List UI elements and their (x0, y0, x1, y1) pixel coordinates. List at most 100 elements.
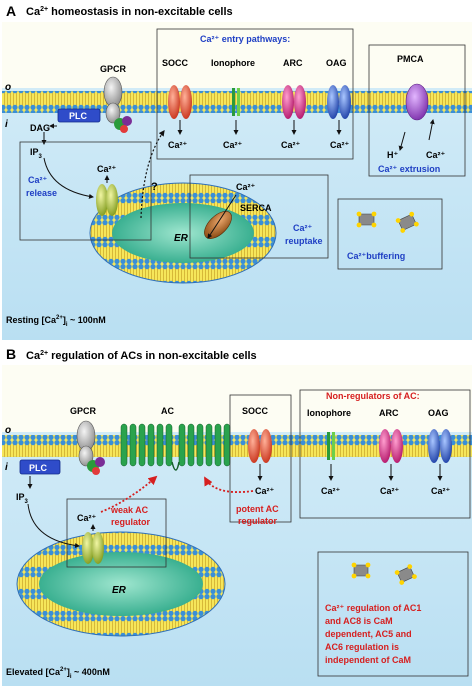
socc-channel-a (168, 85, 192, 119)
g-protein-b (87, 457, 105, 475)
ca-socc-a: Ca²⁺ (168, 140, 188, 150)
plc-label-a: PLC (69, 111, 88, 121)
h-plus-label: H⁺ (387, 150, 398, 160)
extrusion-label: Ca²⁺ extrusion (378, 164, 440, 174)
ca-release-label: Ca²⁺ (97, 164, 117, 174)
resting-concentration: Resting [Ca2+]i ~ 100nM (6, 315, 106, 328)
ionophore-a (232, 88, 240, 116)
ca-socc-b: Ca²⁺ (255, 486, 275, 496)
pmca-label: PMCA (397, 54, 424, 64)
ca-ionophore-b: Ca²⁺ (321, 486, 341, 496)
panel-b-extracellular (2, 365, 472, 432)
cam-statement-box (317, 551, 469, 677)
dag-label: DAG (30, 123, 50, 133)
ip3-label-b: IP3 (16, 492, 29, 505)
arc-channel-b (379, 429, 403, 463)
reuptake-label-1: Ca²⁺ (293, 223, 313, 233)
oag-label-b: OAG (428, 408, 449, 418)
entry-pathways-box (156, 28, 354, 160)
panel-a: A Ca2+ homeostasis in non-excitable cell… (2, 2, 472, 340)
ionophore-b (327, 432, 335, 460)
ionophore-label-b: Ionophore (307, 408, 351, 418)
plc-label-b: PLC (29, 463, 48, 473)
outside-label-b: o (5, 425, 11, 436)
buffering-label: Ca²⁺buffering (347, 251, 405, 261)
gpcr-receptor-b (76, 420, 96, 467)
panel-b: B Ca2+ regulation of ACs in non-excitabl… (2, 343, 472, 686)
ca-release-b: Ca²⁺ (77, 513, 97, 523)
serca-pump (204, 211, 232, 239)
pmca-pump (405, 83, 429, 121)
weak-regulation-arrow (100, 475, 158, 513)
weak-regulator-box (66, 498, 167, 568)
er-label-b: ER (112, 585, 127, 596)
g-protein-a (114, 116, 132, 133)
arc-label-a: ARC (283, 58, 303, 68)
adenylyl-cyclase (120, 423, 231, 471)
socc-label-a: SOCC (162, 58, 189, 68)
potent-regulation-arrow (204, 476, 254, 493)
buffering-box (337, 198, 443, 270)
reuptake-label-2: reuptake (285, 236, 323, 246)
cam-statement-line-2: and AC8 is CaM (325, 616, 393, 626)
question-mark: ? (151, 181, 158, 193)
arc-label-b: ARC (379, 408, 399, 418)
calcium-buffer-protein-2 (395, 211, 419, 233)
plasma-membrane-b (2, 435, 472, 457)
plc-enzyme-b (19, 459, 61, 475)
oag-channel-a (327, 85, 351, 119)
cam-statement-line-1: Ca²⁺ regulation of AC1 (325, 603, 421, 613)
calmodulin-protein-1 (351, 562, 371, 579)
pmca-box (368, 44, 466, 177)
panel-b-header-band (2, 343, 472, 365)
release-label-1: Ca²⁺ (28, 175, 48, 185)
entry-pathways-title: Ca²⁺ entry pathways: (200, 34, 290, 44)
inside-label-a: i (5, 119, 8, 130)
ip3-receptor-b (82, 532, 104, 564)
h-influx-arrow (398, 131, 406, 151)
gpcr-label-b: GPCR (70, 406, 97, 416)
non-regulators-box (299, 389, 471, 519)
ip3-receptor-a (96, 184, 118, 216)
panel-a-extracellular (2, 22, 472, 88)
socc-label-b: SOCC (242, 406, 269, 416)
panel-b-letter: B (6, 346, 16, 362)
gpcr-label-a: GPCR (100, 64, 127, 74)
ca-efflux-arrow (428, 119, 435, 141)
ca-arc-a: Ca²⁺ (281, 140, 301, 150)
inside-label-b: i (5, 462, 8, 473)
potent-label-2: regulator (238, 516, 278, 526)
panel-a-title: Ca2+ homeostasis in non-excitable cells (26, 6, 233, 18)
socc-box-b (229, 394, 292, 523)
gpcr-receptor-a (103, 76, 123, 124)
ca-arc-b: Ca²⁺ (380, 486, 400, 496)
plc-enzyme-a (57, 108, 101, 123)
ca-pmca-label: Ca²⁺ (426, 150, 446, 160)
elevated-concentration: Elevated [Ca2+]i ~ 400nM (6, 667, 110, 680)
ca-oag-b: Ca²⁺ (431, 486, 451, 496)
serca-box (189, 174, 329, 259)
ac-label: AC (161, 406, 174, 416)
oag-channel-b (428, 429, 452, 463)
panel-b-title: Ca2+ regulation of ACs in non-excitable … (26, 350, 257, 362)
cam-statement-line-5: independent of CaM (325, 655, 411, 665)
ip3-label-a: IP3 (30, 147, 43, 160)
weak-label-2: regulator (111, 517, 151, 527)
calmodulin-protein-2 (394, 564, 417, 585)
calcium-buffer-protein-1 (356, 211, 377, 228)
outside-label-a: o (5, 82, 11, 93)
er-lumen-b (39, 552, 203, 616)
potent-label-1: potent AC (236, 504, 279, 514)
release-box (19, 141, 152, 241)
ca-ionophore-a: Ca²⁺ (223, 140, 243, 150)
weak-label-1: weak AC (110, 505, 149, 515)
serca-label: SERCA (240, 203, 272, 213)
panel-a-header-band (2, 2, 472, 22)
non-regulators-title: Non-regulators of AC: (326, 391, 420, 401)
ip3-to-receptor-arrow-a (43, 157, 94, 199)
ip3-to-receptor-arrow-b (27, 503, 80, 548)
ionophore-label-a: Ionophore (211, 58, 255, 68)
socc-channel-b (248, 429, 272, 463)
